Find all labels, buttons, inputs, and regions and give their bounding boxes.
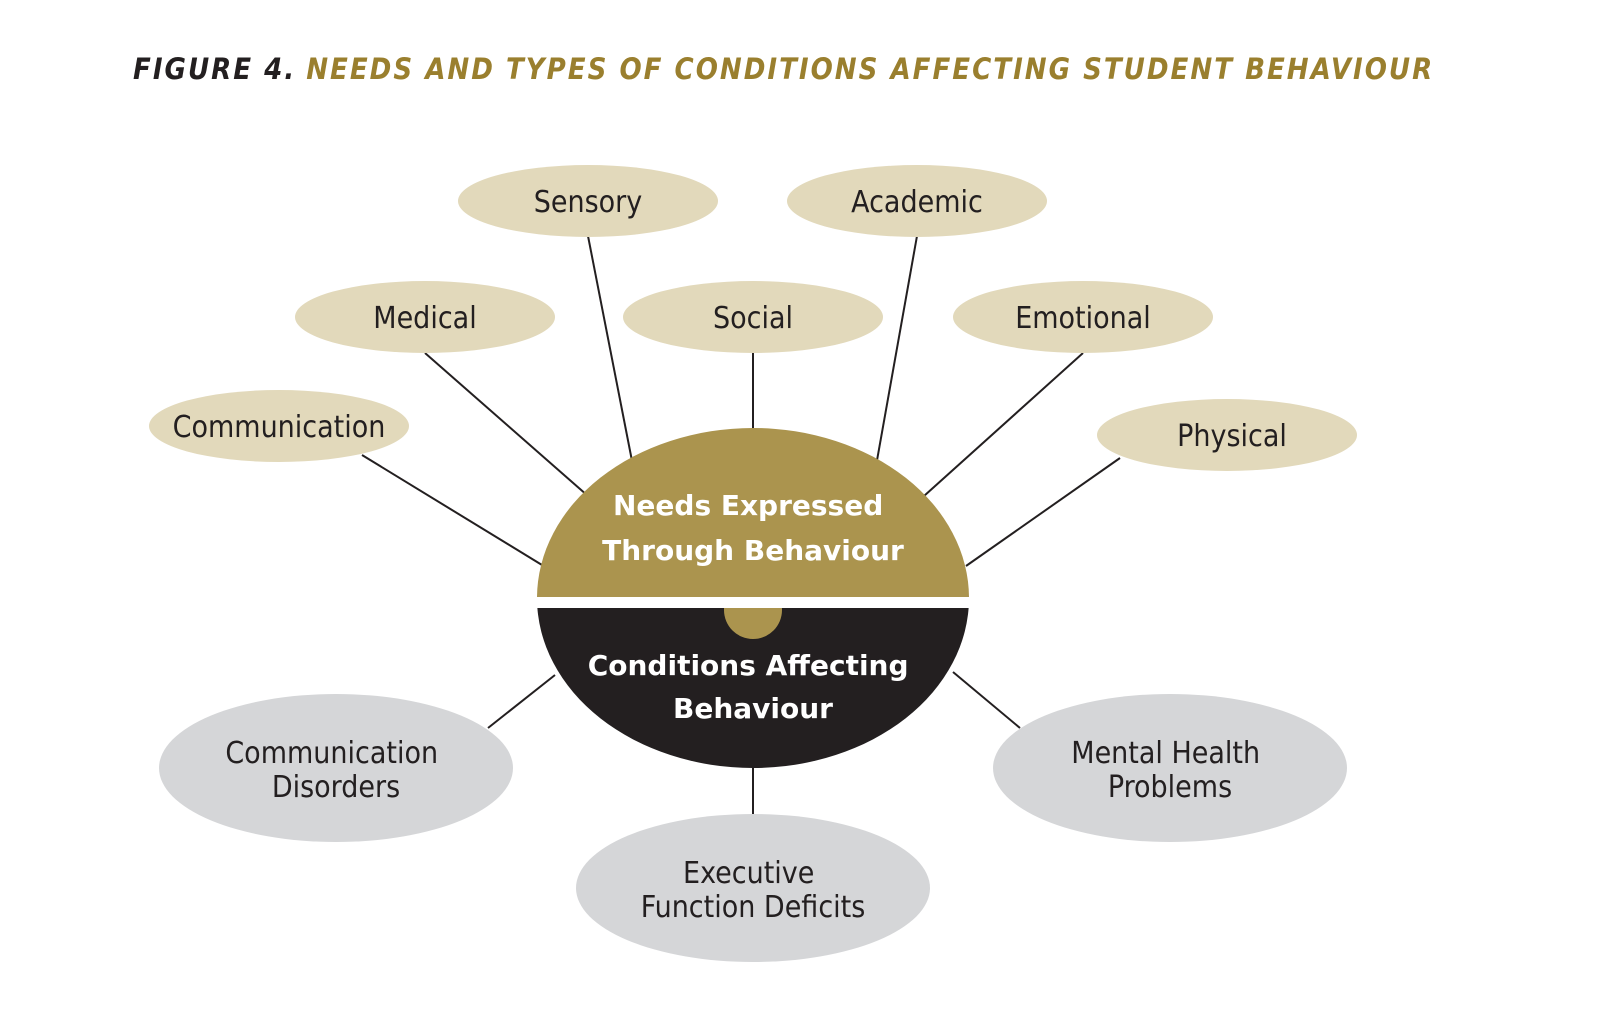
hub-needs-label-line: Through Behaviour [602, 534, 904, 567]
connector-sensory [587, 235, 634, 467]
need-node-academic: Academic [787, 165, 1047, 237]
need-label: Physical [1177, 419, 1287, 454]
condition-label-line: Communication [225, 736, 438, 771]
need-ellipse [953, 281, 1213, 353]
condition-node-executive-function-deficits: Executive Function Deficits [576, 814, 930, 962]
condition-label: Mental Health Problems [1071, 736, 1268, 805]
connector-communication-disorders [487, 674, 556, 729]
need-label: Communication [173, 410, 386, 445]
hub-conditions-label-line: Conditions Affecting [588, 649, 909, 682]
figure-label: FIGURE 4. [133, 52, 297, 86]
condition-ellipse [576, 814, 930, 962]
need-node-social: Social [623, 281, 883, 353]
connector-lines [361, 235, 1121, 815]
connector-mental-health-problems [952, 671, 1021, 729]
hub-needs-label: Needs Expressed Through Behaviour [602, 489, 904, 567]
need-nodes: Sensory Academic Medical Social Emotiona… [149, 165, 1357, 471]
need-ellipse [149, 390, 409, 462]
need-node-medical: Medical [295, 281, 555, 353]
central-hub: Needs Expressed Through Behaviour Condit… [537, 428, 969, 768]
condition-node-communication-disorders: Communication Disorders [159, 694, 513, 842]
figure-caption: NEEDS AND TYPES OF CONDITIONS AFFECTING … [306, 52, 1435, 86]
figure-title: FIGURE 4. NEEDS AND TYPES OF CONDITIONS A… [133, 52, 1434, 86]
condition-label: Communication Disorders [225, 736, 446, 805]
connector-physical [965, 457, 1121, 567]
condition-node-mental-health-problems: Mental Health Problems [993, 694, 1347, 842]
connector-medical [424, 352, 589, 497]
need-ellipse [295, 281, 555, 353]
need-label: Medical [373, 301, 476, 336]
need-ellipse [1097, 399, 1357, 471]
need-node-communication: Communication [149, 390, 409, 462]
need-label: Academic [851, 185, 983, 220]
connector-academic [875, 235, 918, 467]
condition-label-line: Function Deficits [641, 890, 866, 925]
need-ellipse [458, 165, 718, 237]
need-label: Social [713, 301, 793, 336]
condition-label-line: Disorders [272, 770, 400, 805]
need-node-sensory: Sensory [458, 165, 718, 237]
connector-communication [361, 454, 543, 566]
condition-nodes: Communication Disorders Executive Functi… [159, 694, 1347, 962]
need-label: Emotional [1015, 301, 1151, 336]
condition-ellipse [159, 694, 513, 842]
condition-label-line: Problems [1108, 770, 1232, 805]
hub-needs-half [537, 428, 969, 597]
hub-needs-label-line: Needs Expressed [613, 489, 883, 522]
hub-conditions-label: Conditions Affecting Behaviour [588, 649, 919, 725]
condition-ellipse [993, 694, 1347, 842]
hub-center-knob [724, 608, 782, 639]
connector-emotional [923, 352, 1084, 497]
need-node-emotional: Emotional [953, 281, 1213, 353]
need-ellipse [623, 281, 883, 353]
need-ellipse [787, 165, 1047, 237]
hub-conditions-half [537, 608, 969, 768]
condition-label-line: Executive [683, 856, 814, 891]
need-node-physical: Physical [1097, 399, 1357, 471]
need-label: Sensory [534, 185, 643, 220]
condition-label: Executive Function Deficits [641, 856, 866, 925]
hub-conditions-label-line: Behaviour [673, 692, 833, 725]
condition-label-line: Mental Health [1071, 736, 1260, 771]
